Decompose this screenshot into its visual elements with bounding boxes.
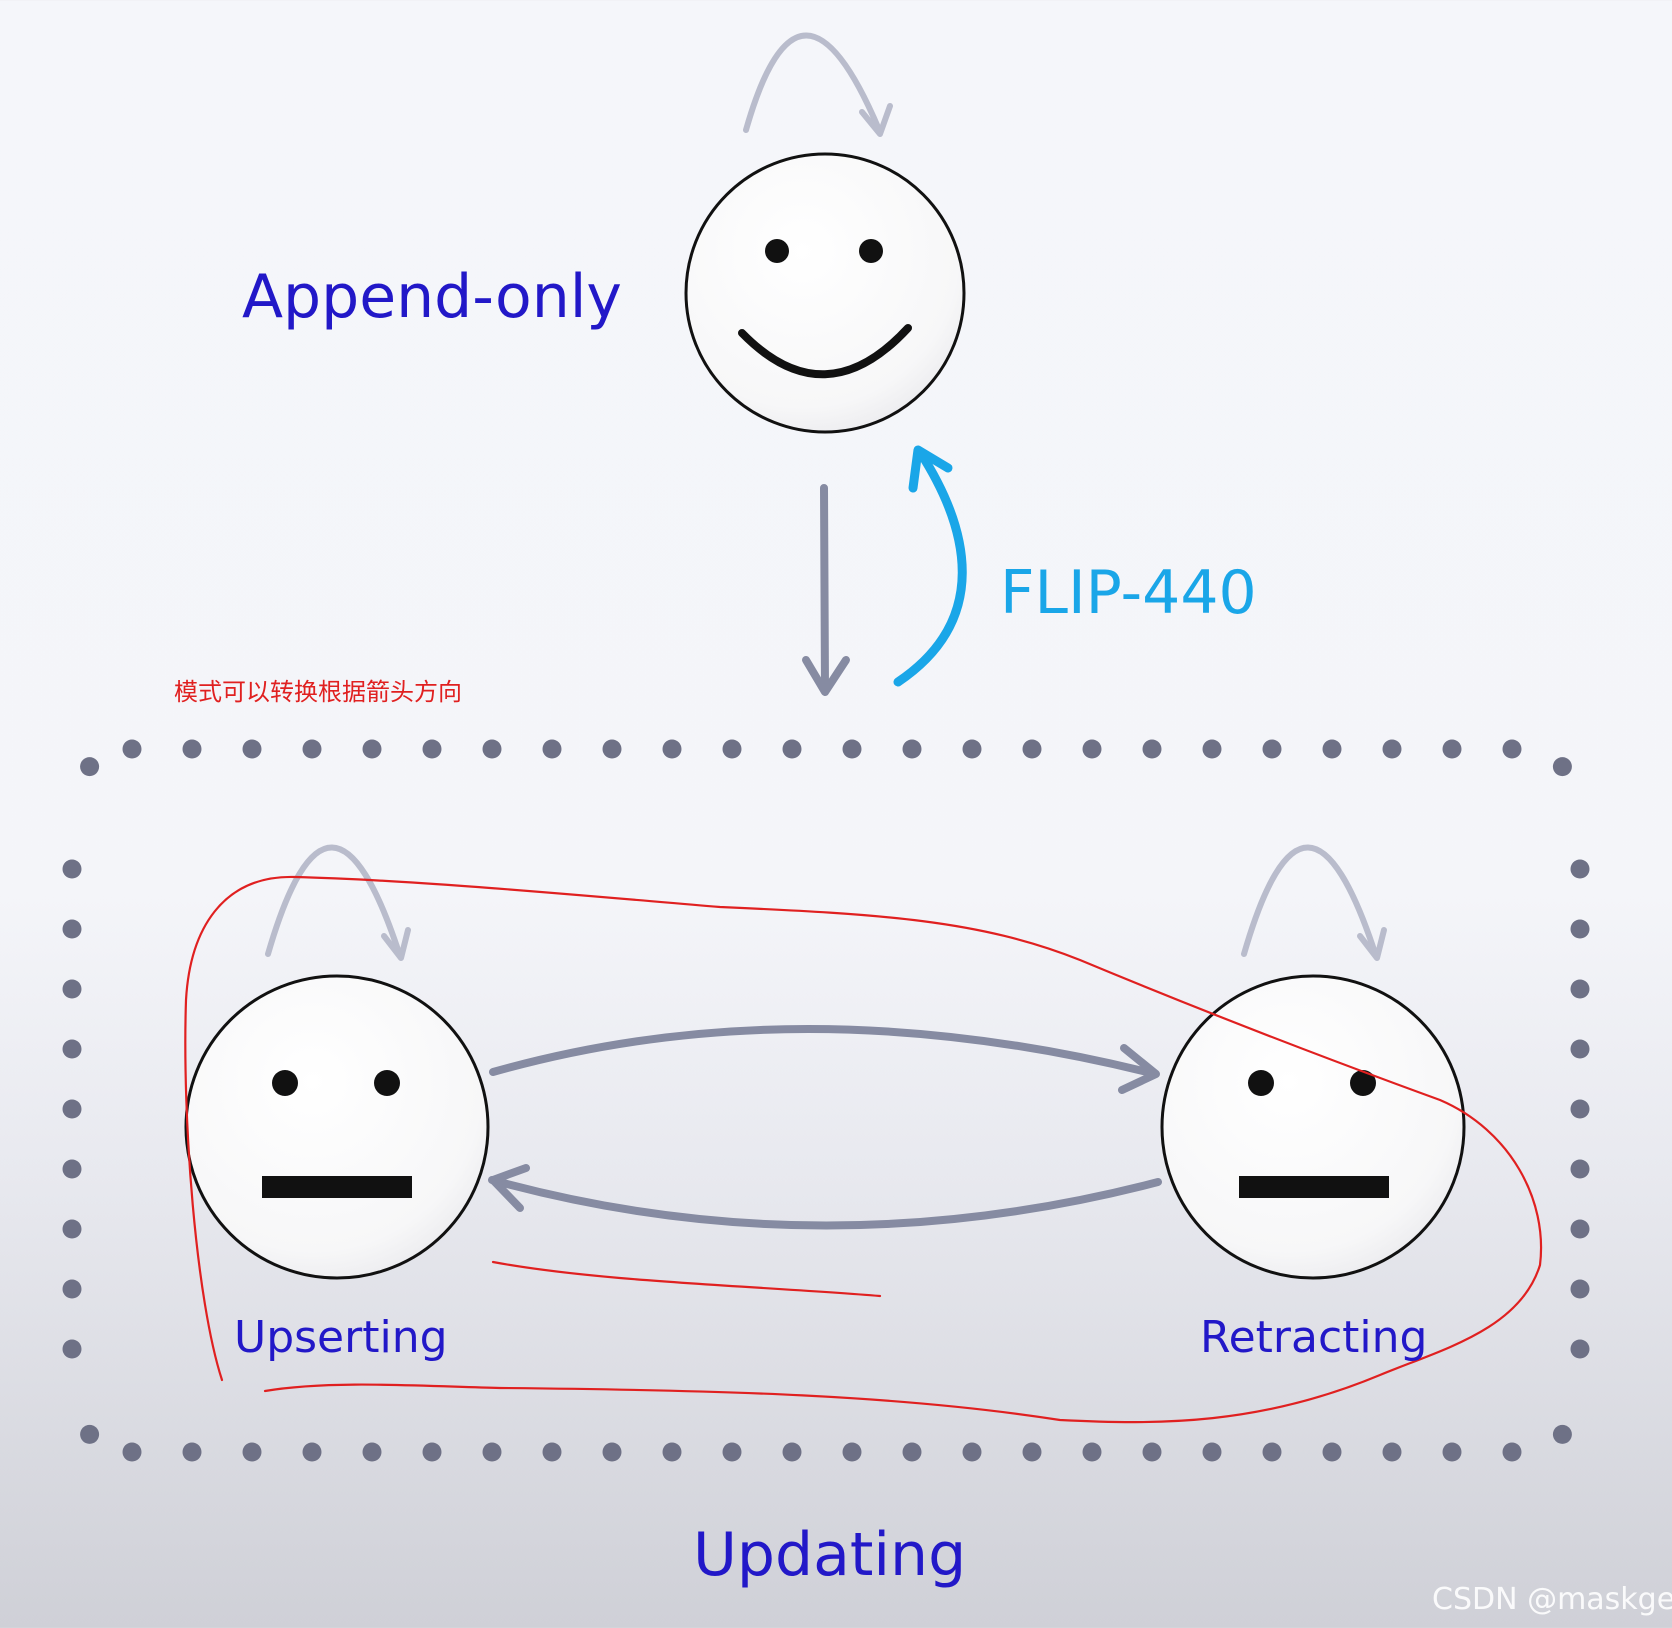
border-dot	[1022, 739, 1042, 759]
border-dot	[602, 739, 622, 759]
right-eye	[1350, 1070, 1376, 1096]
append-to-updating-arrow	[802, 484, 850, 696]
border-dot	[62, 1159, 82, 1179]
border-dot	[62, 859, 82, 879]
border-dot	[62, 979, 82, 999]
border-dot	[1262, 1442, 1282, 1462]
border-dot	[62, 919, 82, 939]
border-dot	[1552, 757, 1572, 777]
border-dot	[362, 739, 382, 759]
left-eye	[272, 1070, 298, 1096]
border-dot	[182, 739, 202, 759]
retracting-self-loop-arrow	[1241, 844, 1387, 961]
upserting-self-loop-arrow	[265, 844, 411, 961]
border-dot	[1502, 739, 1522, 759]
border-dot	[902, 1442, 922, 1462]
border-dot	[482, 1442, 502, 1462]
border-dot	[782, 739, 802, 759]
border-dot	[302, 739, 322, 759]
border-dot	[1142, 1442, 1162, 1462]
border-dot	[1442, 1442, 1462, 1462]
border-dot	[482, 739, 502, 759]
border-dot	[842, 1442, 862, 1462]
retracting-label: Retracting	[1200, 1312, 1428, 1363]
append-only-label: Append-only	[242, 262, 622, 332]
flat-mouth	[262, 1176, 412, 1198]
border-dot	[1082, 739, 1102, 759]
border-dot	[602, 1442, 622, 1462]
border-dot	[362, 1442, 382, 1462]
border-dot	[842, 739, 862, 759]
border-dot	[662, 739, 682, 759]
border-dot	[122, 739, 142, 759]
retracting-face	[1160, 974, 1466, 1280]
border-dot	[242, 739, 262, 759]
border-dot	[1202, 1442, 1222, 1462]
border-dot	[80, 757, 100, 777]
border-dot	[80, 1424, 100, 1444]
border-dot	[62, 1279, 82, 1299]
border-dot	[1082, 1442, 1102, 1462]
border-dot	[422, 739, 442, 759]
border-dot	[1142, 739, 1162, 759]
border-dot	[62, 1099, 82, 1119]
border-dot	[1502, 1442, 1522, 1462]
left-eye	[1248, 1070, 1274, 1096]
border-dot	[1570, 1279, 1590, 1299]
upserting-face	[184, 974, 490, 1280]
border-dot	[902, 739, 922, 759]
smile-mouth	[738, 324, 912, 379]
annotation-note: 模式可以转换根据箭头方向	[174, 678, 462, 706]
left-eye	[765, 239, 789, 263]
border-dot	[1570, 1039, 1590, 1059]
append-only-self-loop-arrow	[743, 32, 893, 137]
flat-mouth	[1239, 1176, 1389, 1198]
border-dot	[1322, 739, 1342, 759]
border-dot	[1570, 919, 1590, 939]
border-dot	[62, 1219, 82, 1239]
border-dot	[422, 1442, 442, 1462]
border-dot	[1322, 1442, 1342, 1462]
right-eye	[859, 239, 883, 263]
border-dot	[62, 1039, 82, 1059]
upserting-label: Upserting	[234, 1312, 448, 1363]
border-dot	[1022, 1442, 1042, 1462]
border-dot	[542, 1442, 562, 1462]
upserting-to-retracting-arrow	[489, 1025, 1160, 1094]
border-dot	[1552, 1424, 1572, 1444]
append-only-face	[684, 152, 966, 434]
border-dot	[1570, 859, 1590, 879]
border-dot	[542, 739, 562, 759]
border-dot	[1262, 739, 1282, 759]
border-dot	[1570, 1159, 1590, 1179]
border-dot	[782, 1442, 802, 1462]
border-dot	[722, 739, 742, 759]
border-dot	[62, 1339, 82, 1359]
watermark: CSDN @maskge	[1432, 1582, 1672, 1617]
border-dot	[1442, 739, 1462, 759]
border-dot	[662, 1442, 682, 1462]
border-dot	[1570, 979, 1590, 999]
border-dot	[182, 1442, 202, 1462]
flip-440-label: FLIP-440	[1000, 558, 1257, 628]
border-dot	[722, 1442, 742, 1462]
border-dot	[242, 1442, 262, 1462]
border-dot	[962, 1442, 982, 1462]
updating-group-border	[62, 739, 1590, 1462]
updating-label: Updating	[693, 1520, 967, 1590]
border-dot	[302, 1442, 322, 1462]
border-dot	[1202, 739, 1222, 759]
border-dot	[1570, 1099, 1590, 1119]
right-eye	[374, 1070, 400, 1096]
border-dot	[1570, 1339, 1590, 1359]
retracting-to-upserting-arrow	[488, 1164, 1162, 1230]
red-annotation-outline	[184, 875, 1543, 1424]
border-dot	[1570, 1219, 1590, 1239]
flip-440-arrow	[893, 445, 967, 687]
border-dot	[1382, 1442, 1402, 1462]
border-dot	[122, 1442, 142, 1462]
border-dot	[962, 739, 982, 759]
border-dot	[1382, 739, 1402, 759]
